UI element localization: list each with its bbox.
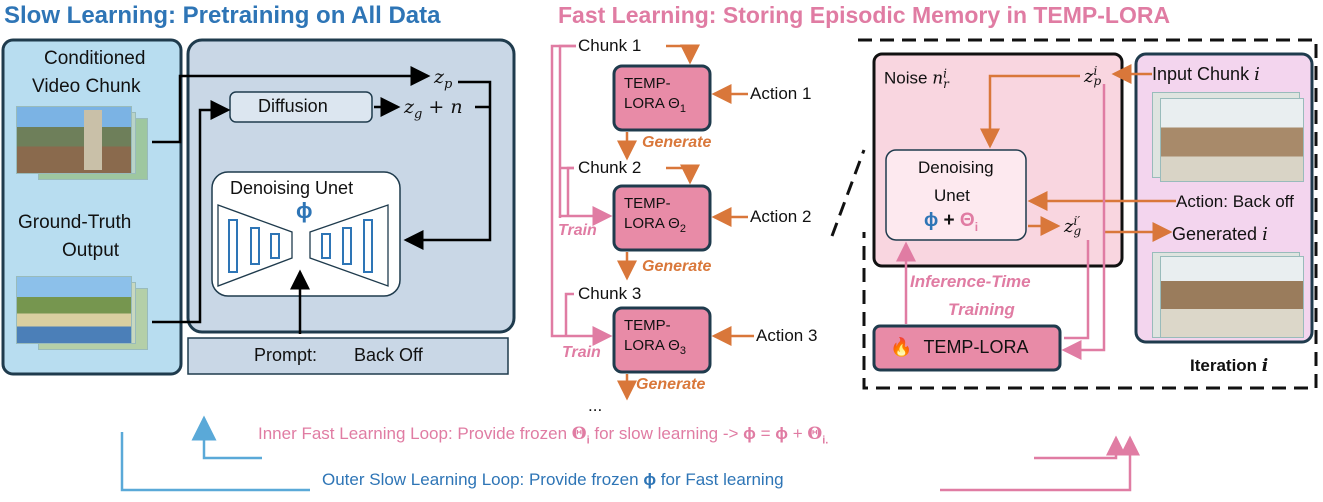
action-2-label: Action 2 xyxy=(750,207,812,226)
zp-label: zp xyxy=(434,66,453,92)
diffusion-label: Diffusion xyxy=(258,96,328,116)
iteration-dashed-frame xyxy=(830,38,1318,390)
generate-label-3: Generate xyxy=(636,376,706,393)
cond-label-line2: Video Chunk xyxy=(32,76,141,97)
iter-unet-params: ϕ + Θi xyxy=(924,210,979,234)
generated-label: Generated i xyxy=(1172,224,1268,245)
zg-label: zg + n xyxy=(404,96,463,122)
prompt-value: Back Off xyxy=(354,345,423,365)
phi-symbol: ϕ xyxy=(296,198,313,223)
iteration-label: Iteration i xyxy=(1190,356,1269,376)
chunk-1-label: Chunk 1 xyxy=(578,36,642,55)
action-3-label: Action 3 xyxy=(756,326,818,345)
outer-loop-label: Outer Slow Learning Loop: Provide frozen… xyxy=(322,470,784,489)
chunk-3-label: Chunk 3 xyxy=(578,284,642,303)
chunk-2-label: Chunk 2 xyxy=(578,158,642,177)
itt-label-line2: Training xyxy=(948,300,1015,319)
iter-zg-label: zi′g xyxy=(1064,214,1082,238)
lora-1-label: TEMP- LORA Θ1 xyxy=(624,75,686,115)
slow-learning-title: Slow Learning: Pretraining on All Data xyxy=(4,2,441,29)
input-chunk-label: Input Chunk i xyxy=(1152,64,1260,85)
iteration-lora-box xyxy=(872,324,1062,372)
lora-box-1 xyxy=(612,64,712,132)
lora-2-label: TEMP- LORA Θ2 xyxy=(624,195,686,235)
fast-learning-title: Fast Learning: Storing Episodic Memory i… xyxy=(558,2,1171,28)
inner-loop-label: Inner Fast Learning Loop: Provide frozen… xyxy=(258,424,829,447)
gt-label-line1: Ground-Truth xyxy=(18,212,132,233)
iter-action-label: Action: Back off xyxy=(1176,192,1294,211)
gt-label-line2: Output xyxy=(62,240,120,261)
iteration-unet-box xyxy=(885,149,1027,241)
iter-unet-line1: Denoising xyxy=(918,158,994,177)
iter-unet-line2: Unet xyxy=(934,186,970,205)
lora-box-3 xyxy=(612,306,712,374)
generate-label-1: Generate xyxy=(642,134,712,151)
unet-label: Denoising Unet xyxy=(230,178,354,198)
prompt-box xyxy=(187,337,509,375)
train-label-2: Train xyxy=(562,344,601,361)
chunk-ellipsis: ... xyxy=(588,396,603,415)
fire-icon: 🔥 xyxy=(890,337,913,357)
iter-lora-label: 🔥 TEMP-LORA xyxy=(890,337,1029,357)
action-1-label: Action 1 xyxy=(750,84,812,103)
cond-label-line1: Conditioned xyxy=(44,48,146,69)
lora-3-label: TEMP- LORA Θ3 xyxy=(624,317,686,357)
itt-label-line1: Inference-Time xyxy=(910,272,1031,291)
train-label-1: Train xyxy=(558,222,597,239)
lora-box-2 xyxy=(612,184,712,252)
prompt-label: Prompt: xyxy=(254,345,318,365)
generate-label-2: Generate xyxy=(642,258,712,275)
